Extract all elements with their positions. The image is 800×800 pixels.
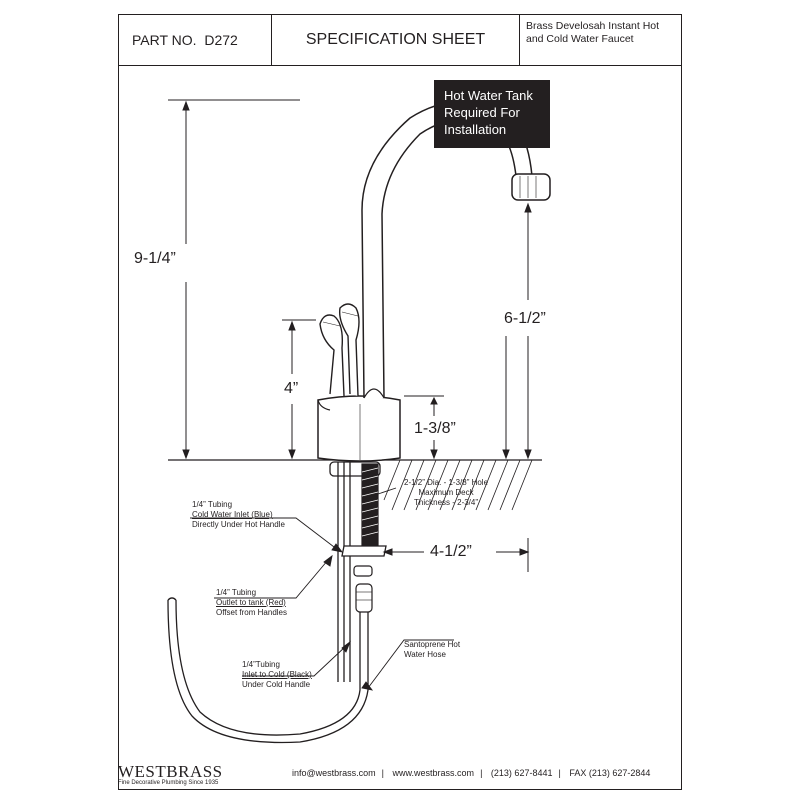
cold-handle — [319, 314, 345, 397]
sheet-border — [118, 14, 682, 790]
callout-cold-inlet-line-1: Cold Water Inlet (Blue) — [192, 510, 273, 519]
contact-phone: (213) 627-8441 — [490, 768, 553, 778]
deck-note: 2-1/2” Dia. - 1-3/8” Hole Maximum Deck T… — [404, 478, 488, 508]
faucet-base — [317, 395, 401, 462]
callout-tank-outlet: 1/4” Tubing Outlet to tank (Red) Offset … — [216, 588, 287, 618]
callout-cold-black-size: 1/4”Tubing — [242, 660, 280, 669]
spout-outline-inner — [381, 119, 517, 399]
contact-bar: info@westbrass.com| www.westbrass.com| (… — [292, 768, 651, 778]
dim-handle-height: 4” — [284, 380, 299, 397]
part-label: PART NO. — [132, 31, 197, 48]
brand-tagline: Fine Decorative Plumbing Since 1935 — [118, 780, 219, 786]
spec-sheet: PART NO. D272 SPECIFICATION SHEET Brass … — [118, 14, 682, 790]
contact-fax: FAX (213) 627-2844 — [569, 768, 651, 778]
installation-notice: Hot Water Tank Required For Installation — [434, 80, 550, 148]
callout-tank-outlet-line-2: Offset from Handles — [216, 608, 287, 617]
deck-note-line-2: Maximum Deck — [418, 488, 474, 497]
brand-name: WESTBRASS — [118, 762, 223, 781]
dim-overall-height: 9-1/4” — [134, 250, 176, 267]
callout-hot-hose: Santoprene Hot Water Hose — [404, 640, 460, 660]
dim-spout-height: 6-1/2” — [504, 310, 546, 327]
contact-website[interactable]: www.westbrass.com — [392, 768, 475, 778]
part-number-cell: PART NO. D272 — [118, 14, 272, 66]
part-number: D272 — [204, 31, 238, 48]
callout-tank-outlet-size: 1/4” Tubing — [216, 588, 257, 597]
deck-note-line-3: Thickness - 2-3/4” — [414, 498, 479, 507]
shank-washer — [329, 461, 381, 477]
brand-logo: WESTBRASS Fine Decorative Plumbing Since… — [118, 762, 223, 786]
callout-cold-inlet-size: 1/4” Tubing — [192, 500, 233, 509]
hot-water-hose-inner — [167, 599, 369, 744]
callout-cold-black-line-1: Inlet to Cold (Black) — [242, 670, 312, 679]
callout-tank-outlet-line-1: Outlet to tank (Red) — [216, 598, 286, 607]
callout-cold-black: 1/4”Tubing Inlet to Cold (Black) Under C… — [242, 660, 312, 690]
deck-hatching — [383, 459, 533, 511]
dim-base-height: 1-3/8” — [414, 420, 456, 437]
sheet-title: SPECIFICATION SHEET — [272, 14, 520, 66]
product-description: Brass Develosah Instant Hot and Cold Wat… — [520, 14, 682, 66]
hot-handle — [338, 303, 360, 397]
dim-shank-length: 4-1/2” — [430, 543, 472, 560]
callout-hot-hose-line-1: Santoprene Hot — [404, 640, 461, 649]
deck-note-line-1: 2-1/2” Dia. - 1-3/8” Hole — [404, 478, 489, 487]
callout-cold-inlet: 1/4” Tubing Cold Water Inlet (Blue) Dire… — [192, 500, 285, 530]
callout-cold-black-line-2: Under Cold Handle — [242, 680, 311, 689]
hose-fitting — [355, 583, 373, 613]
callout-cold-inlet-line-2: Directly Under Hot Handle — [192, 520, 285, 529]
aerator — [511, 173, 551, 201]
mounting-bracket — [341, 545, 387, 557]
mounting-nut — [353, 565, 373, 577]
hot-water-hose-outer — [175, 599, 361, 736]
contact-email[interactable]: info@westbrass.com — [292, 768, 376, 778]
callout-hot-hose-line-2: Water Hose — [404, 650, 446, 659]
